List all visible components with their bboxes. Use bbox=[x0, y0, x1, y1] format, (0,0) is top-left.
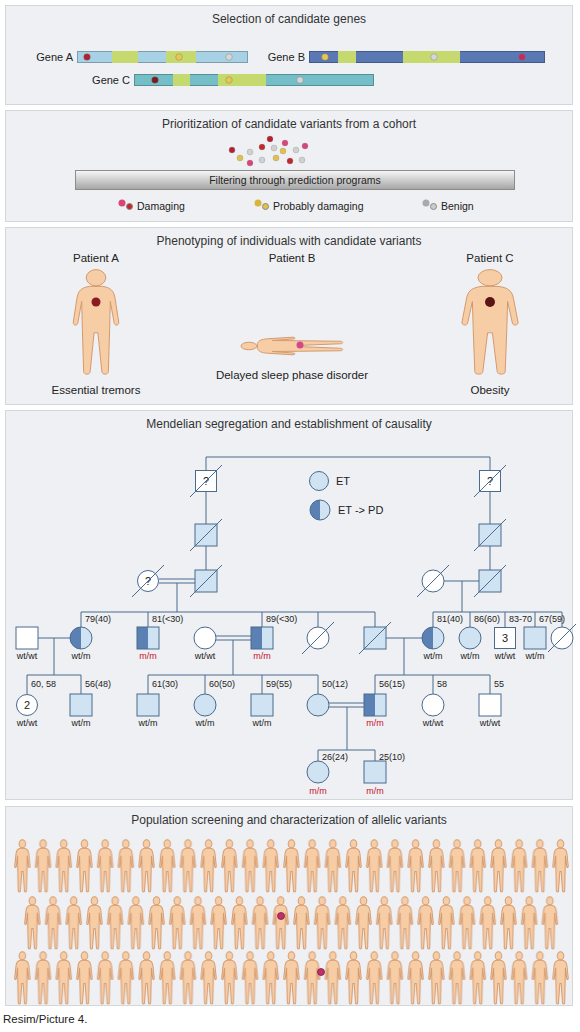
age-label: 25(10) bbox=[379, 752, 405, 763]
legend-text: Benign bbox=[441, 200, 474, 212]
age-label: 79(40) bbox=[85, 614, 111, 625]
pedigree-mark: 3 bbox=[495, 628, 515, 648]
patient-label: Delayed sleep phase disorder bbox=[202, 369, 382, 382]
legend-swatch bbox=[309, 499, 331, 521]
age-label: 61(30) bbox=[152, 679, 178, 690]
age-label: 89(<30) bbox=[266, 614, 297, 625]
genotype-label: wt/wt bbox=[415, 651, 580, 662]
gene-bar: Gene B bbox=[309, 51, 545, 63]
gene-label: Gene A bbox=[36, 51, 73, 63]
pedigree-square: ? bbox=[195, 470, 217, 492]
panel-box: Selection of candidate genesGene A Gene B… bbox=[5, 5, 573, 105]
patient-label: Obesity bbox=[400, 384, 580, 397]
genotype-label: m/m bbox=[285, 786, 465, 797]
age-label: 86(60) bbox=[474, 614, 500, 625]
age-label: 58 bbox=[437, 679, 447, 690]
legend-text: Probably damaging bbox=[273, 200, 363, 212]
patient-label: Essential tremors bbox=[6, 384, 186, 397]
legend-swatch bbox=[430, 203, 437, 210]
pedigree-square: ? bbox=[479, 470, 501, 492]
patient-label: Patient A bbox=[6, 252, 186, 265]
patient-label: Patient C bbox=[400, 252, 580, 265]
pedigree-mark: 2 bbox=[17, 695, 37, 715]
patient-label: Patient B bbox=[202, 252, 382, 265]
legend-swatch bbox=[126, 203, 133, 210]
age-label: 83-70 bbox=[509, 614, 532, 625]
age-label: 26(24) bbox=[322, 752, 348, 763]
legend-entry: Damaging bbox=[126, 199, 185, 213]
age-label: 56(15) bbox=[379, 679, 405, 690]
pedigree-mark: ? bbox=[480, 471, 500, 491]
age-label: 50(12) bbox=[322, 679, 348, 690]
age-label: 60(50) bbox=[209, 679, 235, 690]
legend-swatch bbox=[262, 203, 269, 210]
legend-entry: ET bbox=[309, 470, 350, 492]
age-label: 81(40) bbox=[437, 614, 463, 625]
pedigree-mark: ? bbox=[138, 571, 158, 591]
panel-title: Selection of candidate genes bbox=[6, 12, 572, 26]
filter-text: Filtering through prediction programs bbox=[76, 171, 514, 189]
pedigree-square: 3 bbox=[494, 627, 516, 649]
legend-entry: ET -> PD bbox=[309, 499, 383, 521]
figure-caption: Resim/Picture 4. bbox=[3, 1013, 87, 1025]
age-label: 56(48) bbox=[85, 679, 111, 690]
panel-title: Prioritization of candidate variants fro… bbox=[6, 117, 572, 131]
pedigree-circle: ? bbox=[137, 570, 159, 592]
age-label: 60, 58 bbox=[31, 679, 56, 690]
panel-title: Phenotyping of individuals with candidat… bbox=[6, 234, 572, 248]
age-label: 81(<30) bbox=[152, 614, 183, 625]
genotype-label: wt/wt bbox=[0, 651, 117, 662]
age-label: 67(59) bbox=[539, 614, 565, 625]
legend-text: ET bbox=[336, 475, 350, 487]
legend-text: Damaging bbox=[137, 200, 185, 212]
panel-box: Population screening and characterizatio… bbox=[5, 806, 573, 1006]
genotype-label: wt/wt bbox=[0, 718, 117, 729]
genotype-label: wt/m bbox=[445, 651, 580, 662]
pedigree-circle: 2 bbox=[16, 694, 38, 716]
panel-title: Population screening and characterizatio… bbox=[6, 813, 572, 827]
gene-label: Gene C bbox=[92, 74, 130, 86]
legend-text: ET -> PD bbox=[338, 504, 383, 516]
age-label: 55 bbox=[494, 679, 504, 690]
gene-bar: Gene C bbox=[134, 74, 374, 86]
pedigree-mark: ? bbox=[196, 471, 216, 491]
legend-entry: Probably damaging bbox=[262, 199, 363, 213]
legend-entry: Benign bbox=[430, 199, 474, 213]
age-label: 59(55) bbox=[266, 679, 292, 690]
gene-label: Gene B bbox=[268, 51, 305, 63]
genotype-label: wt/m bbox=[172, 718, 352, 729]
genotype-label: wt/wt bbox=[400, 718, 580, 729]
legend-swatch-shape bbox=[310, 500, 330, 520]
genotype-label: m/m bbox=[172, 651, 352, 662]
panel-box: Mendelian segregation and establishment … bbox=[5, 410, 573, 800]
legend-swatch bbox=[309, 471, 329, 491]
gene-bar: Gene A bbox=[77, 51, 248, 63]
filter-bar: Filtering through prediction programs bbox=[75, 170, 515, 190]
panel-title: Mendelian segregation and establishment … bbox=[6, 417, 572, 431]
